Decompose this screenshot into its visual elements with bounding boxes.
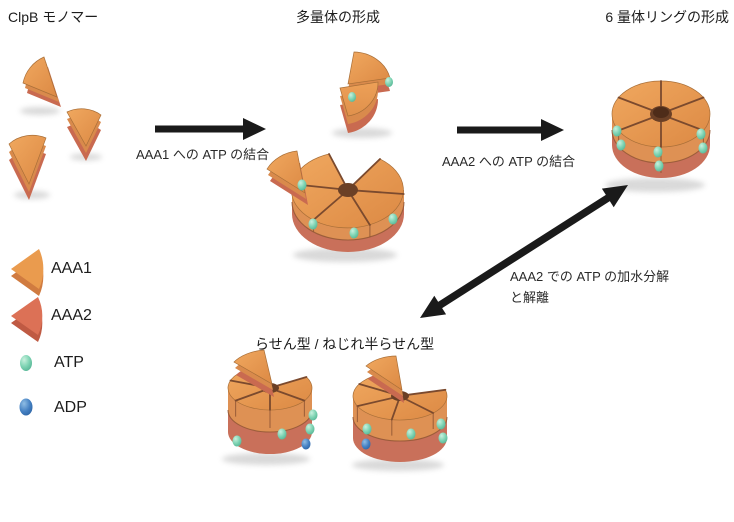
- arrow-label-aaa1-atp-binding: AAA1 への ATP の結合: [136, 147, 270, 162]
- adp-dot: [301, 438, 311, 450]
- atp-dot: [297, 179, 307, 191]
- helical-assembly-left: [222, 349, 318, 465]
- clpb-monomers-illustration: [8, 56, 102, 200]
- atp-dot: [308, 409, 318, 421]
- monomer-wedge-1: [22, 56, 61, 107]
- monomer-wedge-2: [66, 108, 102, 161]
- atp-dot: [616, 139, 626, 151]
- detached-wedge: [266, 150, 308, 205]
- atp-dot: [362, 423, 372, 435]
- legend-label-aaa1: AAA1: [51, 260, 92, 277]
- atp-dot: [436, 418, 446, 430]
- atp-dot: [308, 218, 318, 230]
- atp-dot: [388, 213, 398, 225]
- atp-dot: [654, 160, 664, 172]
- open-ring-illustration: [266, 150, 405, 262]
- atp-dot: [653, 146, 663, 158]
- atp-dot: [612, 125, 622, 137]
- raised-wedge: [365, 355, 404, 403]
- atp-dot: [305, 423, 315, 435]
- atp-dot: [406, 428, 416, 440]
- atp-dot: [348, 92, 356, 102]
- stage-title-multimer: 多量体の形成: [296, 9, 380, 25]
- legend-adp-sphere-icon: [19, 398, 33, 416]
- helical-assembly-right: [352, 355, 448, 471]
- monomer-wedge-3: [8, 134, 47, 200]
- dimer-illustration: [332, 51, 393, 138]
- legend-aaa2-wedge-icon: [11, 297, 43, 342]
- atp-dot: [385, 77, 393, 87]
- atp-dot: [438, 432, 448, 444]
- atp-dot: [698, 142, 708, 154]
- arrow-label-hydrolysis: AAA2 での ATP の加水分解 と解離: [510, 266, 669, 308]
- legend-atp-sphere-icon: [20, 355, 32, 371]
- legend-label-aaa2: AAA2: [51, 307, 92, 324]
- arrow-hydrolysis-double: [420, 185, 628, 318]
- arrow-aaa2-atp-binding: [457, 119, 564, 141]
- atp-dot: [277, 428, 287, 440]
- stage-title-helical: らせん型 / ねじれ半らせん型: [255, 336, 435, 352]
- arrow-label-aaa2-atp-binding: AAA2 への ATP の結合: [442, 154, 576, 169]
- raised-wedge: [233, 349, 274, 397]
- arrow-label-hydrolysis-line2: と解離: [510, 290, 550, 305]
- stage-title-monomer: ClpB モノマー: [8, 9, 99, 25]
- legend-swatches: [11, 249, 44, 416]
- atp-dot: [696, 128, 706, 140]
- stage-title-hexamer-ring: 6 量体リングの形成: [605, 9, 729, 25]
- legend-aaa1-wedge-icon: [11, 249, 44, 296]
- legend-label-atp: ATP: [54, 354, 84, 371]
- atp-dot: [232, 435, 242, 447]
- atp-dot: [349, 227, 359, 239]
- arrow-aaa1-atp-binding: [155, 118, 266, 140]
- legend-label-adp: ADP: [54, 399, 87, 416]
- adp-dot: [361, 438, 371, 450]
- hexamer-ring-illustration: [605, 80, 711, 192]
- arrow-label-hydrolysis-line1: AAA2 での ATP の加水分解: [510, 269, 670, 284]
